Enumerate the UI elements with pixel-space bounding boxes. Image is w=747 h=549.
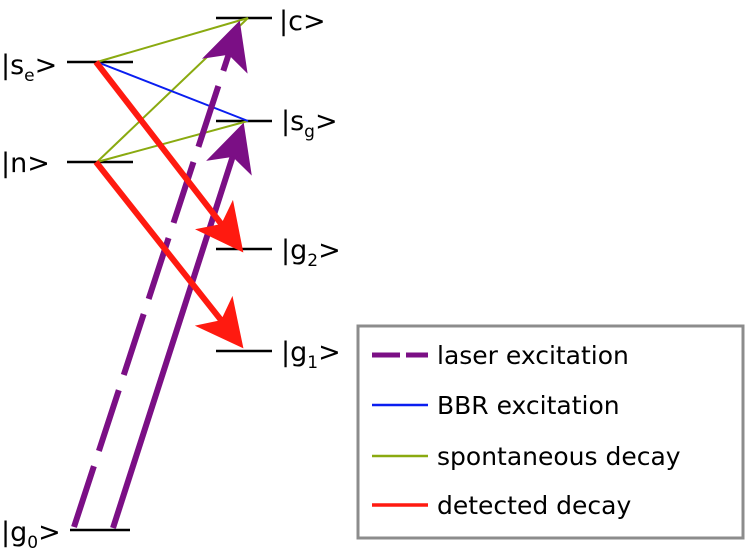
bbr-sg-to-se [96,61,249,122]
legend-label-bbr: BBR excitation [437,391,620,420]
label-g2: |g2> [281,235,341,271]
label-sg: |sg> [281,106,338,142]
label-g1: |g1> [281,337,341,373]
label-n: |n> [1,148,50,179]
laser-solid-g0-to-sg [110,122,252,529]
label-se: |se> [1,50,57,86]
detected-n-to-g1 [93,160,244,349]
laser-dashed-g0-to-c [71,20,248,528]
legend-label-laser: laser excitation [437,341,629,370]
legend: laser excitation BBR excitation spontane… [356,324,745,540]
label-g0: |g0> [1,517,61,549]
label-c: |c> [279,6,326,37]
legend-label-spontaneous: spontaneous decay [437,442,681,471]
legend-label-detected: detected decay [437,491,631,520]
detected-se-to-g2 [93,60,244,253]
legend-box [356,324,745,540]
